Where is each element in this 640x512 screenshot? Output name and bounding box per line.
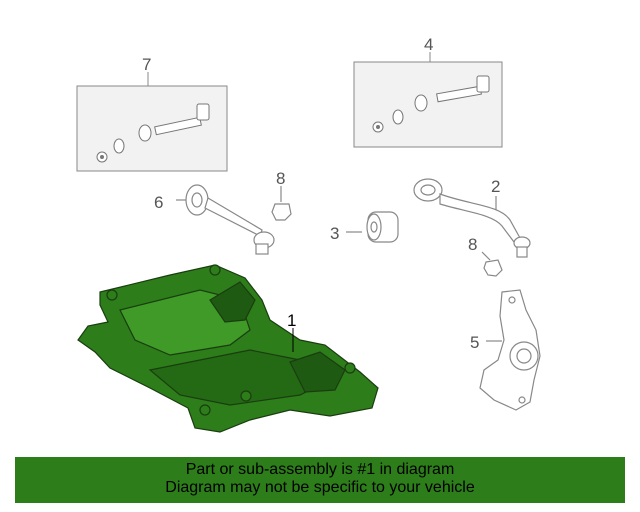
info-banner: Part or sub-assembly is #1 in diagram Di… xyxy=(15,457,625,503)
callout-8-upper: 8 xyxy=(276,169,285,188)
banner-line-1: Part or sub-assembly is #1 in diagram xyxy=(185,461,455,478)
callout-3: 3 xyxy=(330,224,339,243)
part-5-knuckle xyxy=(479,289,541,411)
part-8-nut-upper xyxy=(271,186,292,221)
callout-6: 6 xyxy=(154,193,163,212)
callout-5: 5 xyxy=(470,333,479,352)
part-3-bushing xyxy=(346,211,399,243)
parts-diagram: 7 4 8 6 2 3 8 1 5 xyxy=(76,35,541,433)
callout-1: 1 xyxy=(287,311,296,330)
part-7-kit xyxy=(76,72,228,172)
callout-4: 4 xyxy=(424,35,433,54)
part-1-subframe xyxy=(77,264,379,433)
part-4-kit xyxy=(353,52,503,148)
callout-8-lower: 8 xyxy=(468,235,477,254)
part-6-control-arm xyxy=(176,184,275,255)
part-2-control-arm xyxy=(413,178,531,258)
callout-2: 2 xyxy=(491,177,500,196)
banner-line-2: Diagram may not be specific to your vehi… xyxy=(165,479,475,496)
callout-7: 7 xyxy=(142,55,151,74)
part-8-nut-lower xyxy=(481,251,503,277)
